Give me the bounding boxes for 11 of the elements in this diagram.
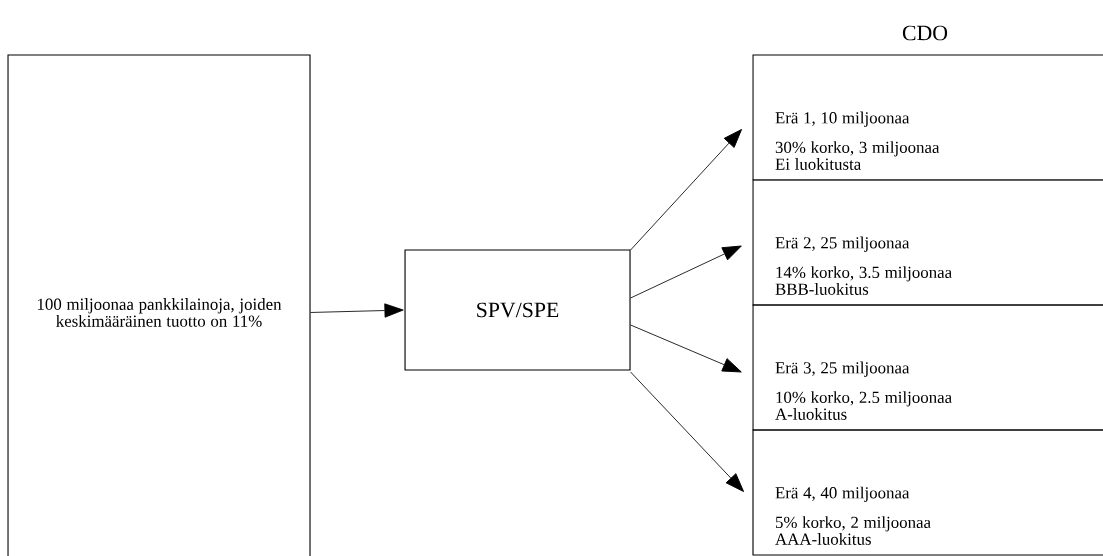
tranche-box: Erä 3, 25 miljoonaa 10% korko, 2.5 miljoonaa A-luokitus [752, 304, 1103, 431]
tranche-box: Erä 4, 40 miljoonaa 5% korko, 2 miljoonaa AAA-luokitus [752, 429, 1103, 556]
tranche-box: Erä 2, 25 miljoonaa 14% korko, 3.5 miljoonaa BBB-luokitus [752, 179, 1103, 306]
tranche-box: Erä 1, 10 miljoonaa 30% korko, 3 miljoonaa Ei luokitusta [752, 54, 1103, 181]
loan-pool-box: 100 miljoonaa pankkilainoja, joiden keskimääräinen tuotto on 11% [7, 54, 311, 556]
entity-box: SPV/SPE [404, 249, 631, 371]
arrow [310, 303, 404, 318]
arrow [630, 324, 742, 373]
arrow [630, 129, 743, 251]
arrow [630, 245, 742, 299]
arrow [630, 371, 744, 492]
